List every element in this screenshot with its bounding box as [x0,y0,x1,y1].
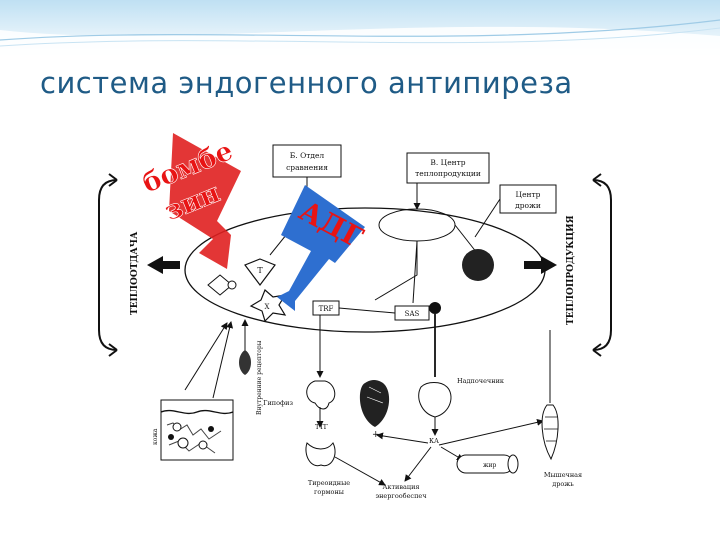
muscle-shape [541,404,559,461]
thyroid-label-line2: гормоны [314,488,344,496]
heat-loss-arrow [147,256,180,274]
header-wave-decoration [0,0,720,60]
left-bracket [98,179,118,351]
hypophysis-label: Гипофиз [263,399,293,407]
energy-label-line1: Активация [382,483,419,491]
heat-production-arrow [524,256,557,274]
thyroid-shape [305,442,336,467]
skin-label: кожа [152,428,159,445]
box-heat-production-center [406,152,490,184]
adg-arrow [277,185,365,311]
hypophysis-shape [306,380,336,410]
bombesin-arrow [169,133,241,269]
box-shiver-center [499,184,557,214]
muscle-label-line2: дрожь [552,480,574,488]
internal-receptor-shape [239,350,251,375]
node-sas-label: SAS [405,310,420,318]
node-trf-label: TRF [319,305,334,313]
center-oval [378,208,456,242]
heart-shape [359,380,390,427]
box-center-line1: В. Центр [430,158,465,167]
node-t-label: T [257,266,263,275]
thyroid-label-line1: Тиреоидные [308,479,350,487]
internal-receptors-label: Внутренние рецепторы [256,340,263,415]
shiver-node [462,249,494,281]
box-comparison [272,144,342,178]
hypothalamus-oval [184,207,546,333]
muscle-label-line1: Мышечная [544,471,582,479]
svg-text:+: + [372,430,380,440]
ttg-label: ТТГ [315,423,329,431]
box-center-line2: теплопродукции [415,169,481,178]
side-label-heat-production: ТЕПЛОПРОДУКЦИЯ [566,215,576,325]
box-shiver-line2: дрожи [515,201,541,210]
thermoregulation-diagram: ТЕПЛООТДАЧА ТЕПЛОПРОДУКЦИЯ Б. Отдел срав… [98,133,612,500]
energy-label-line2: энергообеспеч [375,492,426,500]
right-bracket [592,179,612,351]
ka-label: КА [429,437,439,445]
adrenal-label: Надпочечник [457,377,504,385]
box-comparison-line2: сравнения [286,163,328,172]
box-comparison-line1: Б. Отдел [290,151,325,160]
node-t-shape [244,258,276,286]
box-shiver-line1: Центр [516,190,541,199]
fat-label: жир [483,462,497,469]
skin-block [160,399,234,461]
side-label-heat-loss: ТЕПЛООТДАЧА [130,231,140,315]
node-x-label: X [265,303,270,311]
adrenal-shape [418,382,452,418]
slide-title: система эндогенного антипиреза [40,66,573,100]
